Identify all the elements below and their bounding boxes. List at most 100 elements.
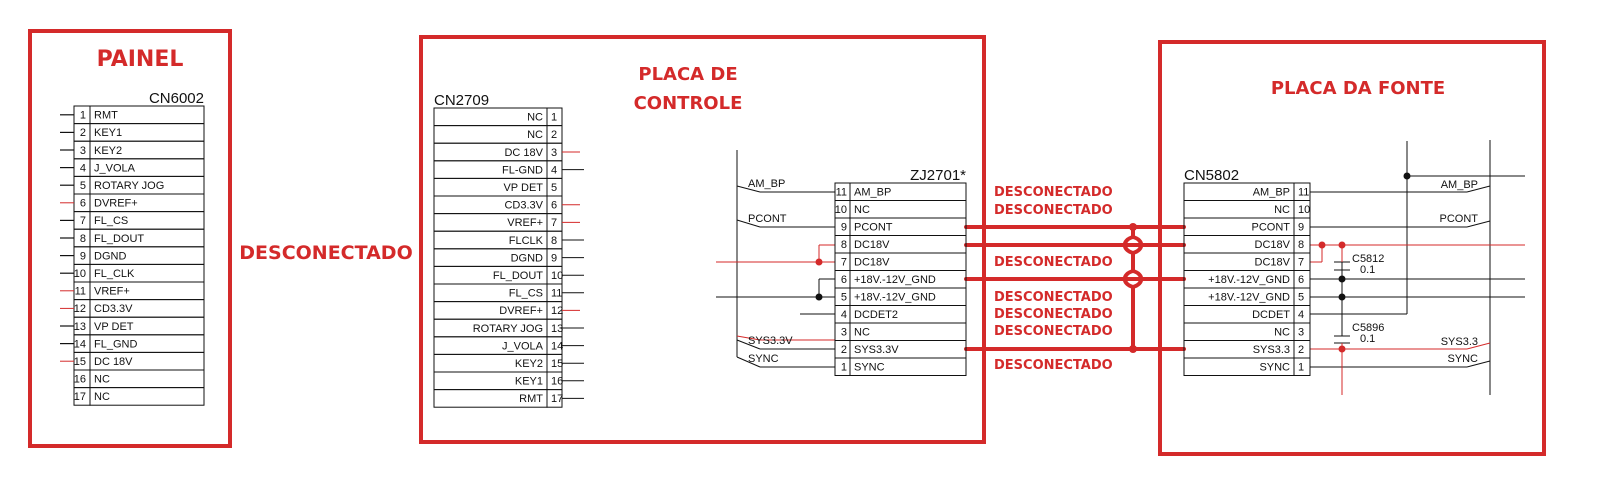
junction-dot [1338,275,1346,283]
pin-number: 10 [74,268,86,280]
pin-number: 2 [1298,344,1304,356]
pin-label: +18V.-12V_GND [854,292,936,304]
pin-label: FL_CS [509,288,543,300]
disconnect-label: DESCONECTADO [994,255,1113,270]
pin-number: 5 [1298,292,1304,304]
zj-net-sync: SYNC [748,353,779,365]
zj2701-name: ZJ2701* [910,167,966,184]
pin-number: 1 [551,112,557,124]
pin-number: 8 [841,239,847,251]
pin-number: 7 [551,217,557,229]
pin-label: DC18V [1255,239,1291,251]
placa-controle-title-line2: CONTROLE [634,93,743,114]
pin-label: DCDET [1252,309,1290,321]
pin-label: J_VOLA [502,340,544,352]
pin-label: SYS3.3V [854,344,899,356]
pin-label: NC [527,112,543,124]
cap-c5896-ref: C5896 [1352,322,1384,334]
cap-c5812-ref: C5812 [1352,253,1384,265]
painel-title: PAINEL [97,47,184,72]
pin-number: 10 [551,270,563,282]
pin-cell [1293,357,1311,376]
pin-number: 5 [80,180,86,192]
junction-dot [1318,241,1326,249]
pin-number: 12 [74,303,86,315]
pin-label: +18V.-12V_GND [1208,292,1290,304]
pin-number: 3 [551,147,557,159]
pin-number: 8 [1298,239,1304,251]
junction-dot [815,258,823,266]
pin-label: FLCLK [509,235,544,247]
pin-label: VREF+ [507,217,543,229]
pin-number: 13 [551,323,563,335]
pin-label: NC [94,391,110,403]
pin-label: DC 18V [94,356,133,368]
pin-cell [89,387,205,406]
pin-label: FL-GND [502,164,543,176]
pin-number: 9 [551,252,557,264]
pin-label: FL_GND [94,338,137,350]
pin-label: FL_DOUT [94,233,144,245]
cn5802-net-am-bp: AM_BP [1441,179,1478,191]
junction-dot [1338,241,1346,249]
pin-number: 1 [1298,362,1304,374]
junction-dot [1129,345,1137,353]
pin-number: 4 [1298,309,1304,321]
pin-label: NC [1274,327,1290,339]
pin-label: DC18V [1255,257,1291,269]
pin-label: AM_BP [854,187,891,199]
pin-label: AM_BP [1253,187,1290,199]
pin-number: 11 [1298,187,1309,199]
pin-label: J_VOLA [94,162,136,174]
disconnect-label: DESCONECTADO [994,185,1113,200]
middle-disconnect-label: DESCONECTADO [239,242,412,264]
pin-label: DGND [511,252,543,264]
pin-label: DVREF+ [499,305,543,317]
pin-number: 16 [551,376,563,388]
pin-label: NC [854,327,870,339]
pin-number: 14 [551,340,563,352]
pin-number: 2 [80,127,86,139]
zj-net-sys33v: SYS3.3V [748,335,793,347]
pin-label: PCONT [854,222,893,234]
pin-number: 7 [1298,257,1304,269]
cap-c5896-value: 0.1 [1360,333,1375,345]
pin-label: +18V.-12V_GND [854,274,936,286]
pin-number: 5 [841,292,847,304]
placa-controle-title-line1: PLACA DE [638,64,737,85]
pin-number: 6 [551,200,557,212]
painel-frame [28,29,232,448]
pin-number: 13 [74,321,86,333]
zj-net-am-bp: AM_BP [748,178,785,190]
pin-label: DC18V [854,239,890,251]
pin-label: SYNC [854,362,885,374]
pin-number: 3 [80,145,86,157]
pin-label: KEY2 [94,145,122,157]
pin-label: PCONT [1252,222,1291,234]
disconnect-label: DESCONECTADO [994,203,1113,218]
pin-label: CD3.3V [504,200,543,212]
pin-label: NC [854,204,870,216]
cn5802-net-pcont: PCONT [1440,213,1479,225]
zj2701-red-wiring [716,244,835,341]
pin-label: NC [94,374,110,386]
pin-cell [849,357,967,376]
pin-number: 1 [841,362,847,374]
pin-label: RMT [94,110,118,122]
pin-number: 10 [1298,204,1310,216]
pin-label: FL_CS [94,215,128,227]
pin-label: FL_DOUT [493,270,543,282]
pin-label: KEY1 [515,376,543,388]
cap-c5812-value: 0.1 [1360,264,1375,276]
pin-label: CD3.3V [94,303,133,315]
jumper-wires [964,225,1186,351]
pin-number: 6 [1298,274,1304,286]
pin-label: NC [1274,204,1290,216]
pin-number: 15 [74,356,86,368]
pin-label: VREF+ [94,286,130,298]
pin-number: 12 [551,305,563,317]
pin-number: 10 [835,204,847,216]
pin-number: 6 [841,274,847,286]
